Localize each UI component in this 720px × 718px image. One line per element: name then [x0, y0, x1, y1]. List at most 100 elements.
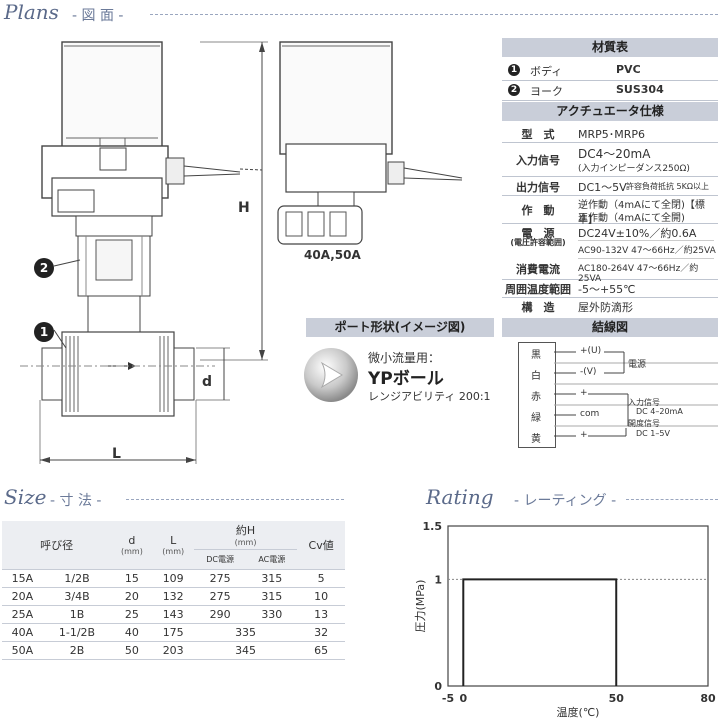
spec-row-power: 電 源 (電圧許容範囲) 消費電流 DC24V±10%／約0.6A AC90-1…	[502, 223, 718, 284]
x-tick-label: 0	[459, 692, 467, 705]
wiring-input-value: DC 4–20mA	[636, 407, 683, 416]
material-num-1: 1	[508, 64, 520, 76]
wiring-power-label: 電源	[628, 360, 647, 370]
spec-row-temp: 周囲温度範囲 -5～+55℃	[502, 279, 718, 298]
spec-output-val: DC1～5V	[578, 181, 627, 194]
callout-1-badge: 1	[34, 322, 54, 342]
x-axis-label: 温度(℃)	[557, 705, 600, 718]
plans-title: Plans	[4, 0, 59, 24]
wiring-input-label: 入力信号	[628, 398, 660, 407]
size-h-nominal: 呼び径	[2, 521, 112, 570]
spec-row-action: 作 動 逆作動（4mAにて全閉)【標準】 正作動（4mAにて全開)	[502, 195, 718, 226]
spec-struct-val: 屋外防滴形	[578, 301, 633, 314]
material-row-1: 1 ボディ PVC	[502, 60, 718, 81]
valve-side-drawing	[277, 41, 463, 245]
spec-current-key: 消費電流	[516, 263, 560, 276]
plot-frame	[447, 525, 709, 687]
port-line1: 微小流量用：	[368, 351, 441, 365]
term-1: +(U)	[580, 346, 602, 356]
dim-d-label: d	[202, 374, 213, 390]
wire-yellow: 黄	[531, 434, 541, 445]
port-header: ポート形状(イメージ図)	[306, 318, 494, 337]
valve-front-drawing	[20, 41, 268, 464]
wiring-lines	[554, 351, 718, 437]
wire-black: 黒	[531, 350, 541, 361]
y-tick-label: 1.5	[423, 520, 443, 533]
plans-rule	[150, 14, 718, 15]
side-view-label: 40A,50A	[304, 248, 361, 262]
wiring-terminal-block	[518, 342, 556, 448]
port-line2: YPボール	[368, 369, 444, 389]
dim-h-label: H	[238, 200, 250, 216]
dim-l-label: L	[112, 446, 121, 462]
spec-power-divider2	[578, 258, 714, 259]
spec-row-struct: 構 造 屋外防滴形	[502, 297, 718, 315]
size-h-d: d(mm)	[111, 521, 153, 570]
spec-temp-val: -5～+55℃	[578, 283, 636, 296]
size-rule	[126, 499, 344, 500]
yp-ball-icon	[304, 348, 358, 402]
spec-action-val1: 逆作動（4mAにて全閉)【標準】	[578, 200, 705, 226]
actuator-header: アクチュエータ仕様	[502, 102, 718, 121]
series-line-0	[462, 578, 618, 686]
spec-struct-key: 構 造	[521, 301, 555, 314]
wiring-output-label: 開度信号	[628, 419, 660, 428]
spec-model-key: 型 式	[521, 128, 555, 141]
spec-row-input: 入力信号 DC4～20mA (入力インピーダンス250Ω)	[502, 142, 718, 177]
size-h-cv: Cv値	[297, 521, 345, 570]
x-tick-label: 80	[700, 692, 716, 705]
rating-rule	[626, 499, 718, 500]
x-tick-label: 50	[609, 692, 625, 705]
wire-red: 赤	[531, 392, 541, 403]
materials-header: 材質表	[502, 38, 718, 57]
spec-power-val2: AC90-132V 47～66Hz／約25VA	[578, 246, 716, 256]
term-4: com	[580, 409, 600, 419]
spec-action-val2: 正作動（4mAにて全開)	[578, 213, 685, 224]
spec-action-key: 作 動	[521, 204, 555, 217]
spec-output-key: 出力信号	[516, 181, 560, 194]
size-h-l: L(mm)	[152, 521, 194, 570]
port-line3: レンジアビリティ 200:1	[368, 390, 491, 403]
size-h-dc: DC電源	[193, 549, 247, 571]
spec-row-model: 型 式 MRP5･MRP6	[502, 123, 718, 143]
wiring-header: 結線図	[502, 318, 718, 337]
spec-input-val: DC4～20mA	[578, 147, 651, 161]
material-row-2: 2 ヨーク SUS304	[502, 80, 718, 101]
material-part-1: ボディ	[530, 65, 563, 78]
size-title: Size	[4, 485, 47, 509]
material-part-2: ヨーク	[530, 85, 563, 98]
spec-input-note: (入力インピーダンス250Ω)	[578, 164, 690, 174]
spec-power-divider1	[578, 240, 714, 241]
wiring-output-value: DC 1–5V	[636, 429, 670, 438]
spec-power-val1: DC24V±10%／約0.6A	[578, 227, 697, 240]
y-tick-label: 0	[434, 680, 442, 693]
spec-model-val: MRP5･MRP6	[578, 128, 646, 141]
rating-title: Rating	[426, 485, 494, 509]
spec-row-output: 出力信号 DC1～5V 許容負荷抵抗 5KΩ以上	[502, 176, 718, 196]
callout-2-badge: 2	[34, 258, 54, 278]
plans-subtitle: - 図 面 -	[72, 8, 124, 24]
spec-input-key: 入力信号	[516, 154, 560, 167]
term-5: +	[580, 430, 588, 440]
y-axis-label: 圧力(MPa)	[414, 580, 427, 633]
rating-subtitle: - レーティング -	[514, 493, 617, 509]
spec-power-val3: AC180-264V 47～66Hz／約25VA	[578, 264, 699, 284]
material-value-2: SUS304	[616, 83, 664, 96]
y-tick-label: 1	[434, 573, 442, 586]
spec-temp-key: 周囲温度範囲	[505, 283, 571, 296]
spec-output-note: 許容負荷抵抗 5KΩ以上	[626, 182, 709, 191]
term-2: -(V)	[580, 367, 597, 377]
size-subtitle: - 寸 法 -	[50, 493, 102, 509]
term-3: +	[580, 388, 588, 398]
size-h-ac: AC電源	[246, 549, 298, 571]
material-num-2: 2	[508, 84, 520, 96]
wire-green: 緑	[531, 413, 541, 424]
size-h-h: 約H(mm)	[193, 521, 298, 550]
wire-white: 白	[531, 371, 541, 382]
spec-power-key: 電 源	[521, 227, 555, 240]
